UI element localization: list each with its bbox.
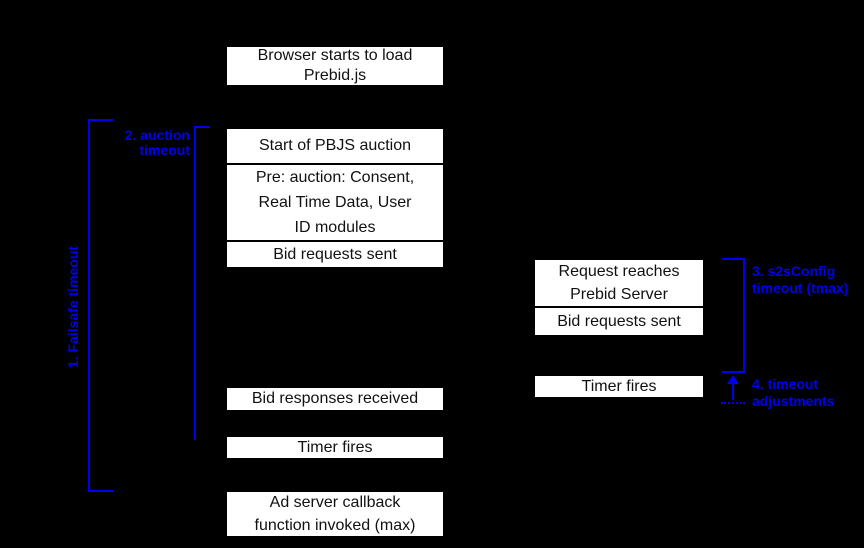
box-start-of-auction: Start of PBJS auction [225, 127, 445, 165]
s2s-timeout-label: 3. s2sConfig timeout (tmax) [752, 263, 864, 297]
box-browser-load: Browser starts to load Prebid.js [225, 45, 445, 87]
box-ad-server-callback-line2: function invoked (max) [254, 517, 416, 534]
box-pre-auction-line2: Real Time Data, User [258, 194, 412, 211]
box-pre-auction-line3: ID modules [294, 219, 376, 236]
box-browser-load-line1: Browser starts to load [257, 47, 413, 64]
box-browser-load-line2: Prebid.js [303, 67, 367, 84]
box-timer-fires-s2s: Timer fires [533, 374, 705, 399]
failsafe-timeout-bracket [88, 119, 113, 492]
timeout-adjustments-label-line2: adjustments [752, 393, 835, 409]
box-pre-auction-modules: Pre: auction: Consent, Real Time Data, U… [225, 163, 445, 242]
box-request-reaches-line1: Request reaches [558, 263, 680, 280]
box-request-reaches-server: Request reaches Prebid Server [533, 258, 705, 308]
box-bid-responses-received: Bid responses received [225, 386, 445, 412]
auction-timeout-bracket [194, 126, 210, 440]
timeout-adjustments-label: 4. timeout adjustments [752, 376, 864, 410]
box-bid-requests-sent: Bid requests sent [225, 240, 445, 269]
auction-timeout-label-line1: 2. auction [124, 127, 190, 143]
failsafe-timeout-label: 1. Failsafe timeout [65, 245, 81, 369]
box-request-reaches-line2: Prebid Server [570, 286, 668, 303]
up-arrow-icon [727, 375, 739, 384]
auction-timeout-label-line2: timeout [139, 142, 190, 158]
adjustment-dotted-line [721, 402, 745, 404]
s2s-timeout-label-line1: 3. s2sConfig [752, 263, 836, 279]
box-bid-requests-sent-s2s: Bid requests sent [533, 306, 705, 337]
auction-timeout-label: 2. auction timeout [100, 128, 190, 158]
s2s-timeout-bracket [722, 258, 745, 373]
timeout-adjustments-label-line1: 4. timeout [752, 376, 819, 392]
box-ad-server-callback-line1: Ad server callback [269, 494, 401, 511]
box-timer-fires-client: Timer fires [225, 435, 445, 460]
up-arrow-shaft [732, 384, 734, 400]
s2s-timeout-label-line2: timeout (tmax) [752, 280, 849, 296]
box-pre-auction-line1: Pre: auction: Consent, [255, 169, 415, 186]
box-ad-server-callback: Ad server callback function invoked (max… [225, 490, 445, 538]
